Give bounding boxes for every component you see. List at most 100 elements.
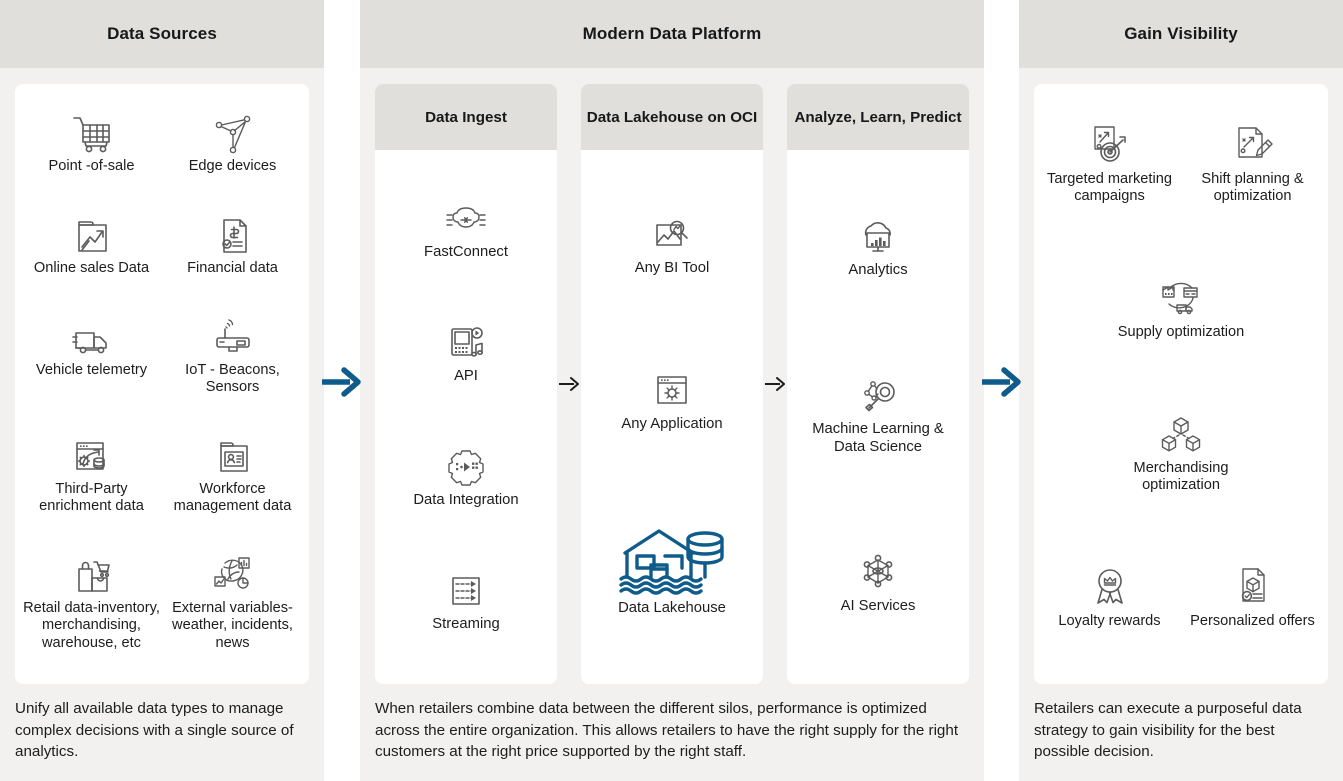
tile-vehicle-telemetry[interactable]: Vehicle telemetry [22, 314, 162, 396]
item-data-integration[interactable]: Data Integration [386, 443, 546, 509]
shift-planning-pencil-icon [1230, 123, 1276, 167]
personalized-offers-icon [1231, 565, 1275, 609]
tile-label: Personalized offers [1190, 613, 1315, 630]
item-any-bi-tool[interactable]: Any BI Tool [592, 211, 752, 277]
any-application-gear-window-icon [651, 367, 693, 411]
tile-label: Shift planning & optimization [1201, 171, 1304, 205]
tile-edge-devices[interactable]: Edge devices [163, 110, 303, 175]
panel-data-sources: Data Sources [0, 0, 324, 781]
item-any-application[interactable]: Any Application [592, 367, 752, 433]
flow-arrow-platform-to-visibility [978, 358, 1026, 406]
platform-footnote: When retailers combine data between the … [375, 700, 959, 761]
item-fastconnect[interactable]: FastConnect [386, 195, 546, 261]
tile-financial-data[interactable]: Financial data [163, 212, 303, 277]
item-label: Analytics [848, 261, 908, 278]
fastconnect-icon [443, 195, 489, 239]
tile-label: Edge devices [188, 158, 277, 175]
tile-point-of-sale[interactable]: Point -of-sale [22, 110, 162, 175]
tile-retail-data[interactable]: Retail data-inventory, merchandising, wa… [22, 552, 162, 652]
panel-modern-data-platform-body: Data Ingest FastConne [360, 68, 984, 781]
item-machine-learning-data-science[interactable]: Machine Learning & Data Science [798, 372, 958, 456]
data-integration-gear-icon [445, 443, 487, 487]
third-party-enrichment-icon [70, 433, 114, 477]
supply-optimization-cycle-icon [1155, 276, 1207, 320]
panel-data-sources-body: Point -of-sale Edge devi [0, 68, 324, 781]
tile-targeted-marketing-campaigns[interactable]: Targeted marketing campaigns [1040, 123, 1180, 205]
item-streaming[interactable]: Streaming [386, 567, 546, 633]
tile-workforce-management-data[interactable]: Workforce management data [163, 433, 303, 515]
panel-modern-data-platform: Modern Data Platform Data Ingest [360, 0, 984, 781]
machine-learning-magnifier-icon [856, 372, 900, 416]
item-data-lakehouse[interactable]: Data Lakehouse [587, 523, 757, 617]
streaming-arrows-icon [445, 567, 487, 611]
financial-document-icon [212, 212, 254, 256]
tile-label: Loyalty rewards [1058, 613, 1161, 630]
flow-arrow-sources-to-platform [318, 358, 366, 406]
item-label: API [454, 367, 478, 384]
item-label: Streaming [432, 615, 500, 632]
data-lakehouse-icon [613, 523, 731, 595]
panel-modern-data-platform-title: Modern Data Platform [360, 0, 984, 68]
item-label: AI Services [840, 598, 916, 615]
tile-external-variables[interactable]: External variables-weather, incidents, n… [163, 552, 303, 652]
mini-arrow-ingest-to-lakehouse [557, 84, 581, 684]
edge-devices-network-icon [212, 110, 254, 154]
iot-beacon-sensor-icon [211, 314, 255, 358]
merchandising-cubes-icon [1155, 412, 1207, 456]
tile-loyalty-rewards[interactable]: Loyalty rewards [1040, 565, 1180, 630]
tile-label: Merchandising optimization [1133, 460, 1229, 494]
external-variables-globe-icon [210, 552, 256, 596]
item-label: Any Application [621, 415, 723, 432]
cloud-analytics-icon [856, 213, 900, 257]
subcolumn-analyze-learn-predict-title: Analyze, Learn, Predict [787, 84, 969, 150]
tile-shift-planning-optimization[interactable]: Shift planning & optimization [1183, 123, 1323, 205]
gain-visibility-grid: Targeted marketing campaigns [1034, 84, 1328, 684]
data-sources-footnote: Unify all available data types to manage… [15, 700, 294, 761]
subcolumn-data-lakehouse-items: Any BI Tool [581, 150, 763, 684]
arrow-right-icon [982, 367, 1021, 397]
tile-third-party-enrichment-data[interactable]: Third-Party enrichment data [22, 433, 162, 515]
api-device-icon [445, 319, 487, 363]
tile-label: Third-Party enrichment data [39, 481, 144, 515]
platform-subcolumns: Data Ingest FastConne [375, 68, 969, 685]
workforce-badge-icon [212, 433, 254, 477]
item-analytics[interactable]: Analytics [798, 213, 958, 279]
subcolumn-data-lakehouse-on-oci: Data Lakehouse on OCI [581, 84, 763, 685]
tile-supply-optimization[interactable]: Supply optimization [1111, 276, 1251, 341]
panel-data-sources-title: Data Sources [0, 0, 324, 68]
subcolumn-data-lakehouse-title: Data Lakehouse on OCI [581, 84, 763, 150]
ai-services-network-icon [857, 549, 899, 593]
tile-online-sales-data[interactable]: Online sales Data [22, 212, 162, 277]
bi-tool-magnifier-icon [650, 211, 694, 255]
tile-label: Targeted marketing campaigns [1047, 171, 1172, 205]
arrow-right-icon [559, 377, 579, 392]
tile-label: IoT - Beacons, Sensors [185, 362, 280, 396]
tile-label: Retail data-inventory, merchandising, wa… [23, 600, 160, 651]
tile-label: Supply optimization [1117, 324, 1245, 341]
item-label: Data Lakehouse [618, 599, 726, 616]
tile-label: External variables-weather, incidents, n… [172, 600, 293, 651]
subcolumn-data-ingest-items: FastConnect [375, 150, 557, 684]
item-label: FastConnect [424, 243, 508, 260]
tile-label: Online sales Data [33, 260, 150, 277]
subcolumn-analyze-learn-predict-items: Analytics [787, 150, 969, 684]
tile-merchandising-optimization[interactable]: Merchandising optimization [1111, 412, 1251, 494]
item-label: Machine Learning & Data Science [812, 421, 944, 455]
item-api[interactable]: API [386, 319, 546, 385]
tile-iot-beacons-sensors[interactable]: IoT - Beacons, Sensors [163, 314, 303, 396]
subcolumn-data-ingest-title: Data Ingest [375, 84, 557, 150]
delivery-van-icon [70, 314, 114, 358]
targeted-marketing-target-icon [1087, 123, 1133, 167]
item-ai-services[interactable]: AI Services [798, 549, 958, 615]
item-label: Data Integration [413, 491, 519, 508]
subcolumn-analyze-learn-predict: Analyze, Learn, Predict [787, 84, 969, 685]
tile-label: Workforce management data [173, 481, 292, 515]
retail-bag-cart-icon [70, 552, 114, 596]
mini-arrow-lakehouse-to-analyze [763, 84, 787, 684]
loyalty-rosette-icon [1088, 565, 1132, 609]
panel-gain-visibility-title: Gain Visibility [1019, 0, 1343, 68]
tile-label: Point -of-sale [48, 158, 135, 175]
tile-personalized-offers[interactable]: Personalized offers [1183, 565, 1323, 630]
item-label: Any BI Tool [634, 259, 710, 276]
